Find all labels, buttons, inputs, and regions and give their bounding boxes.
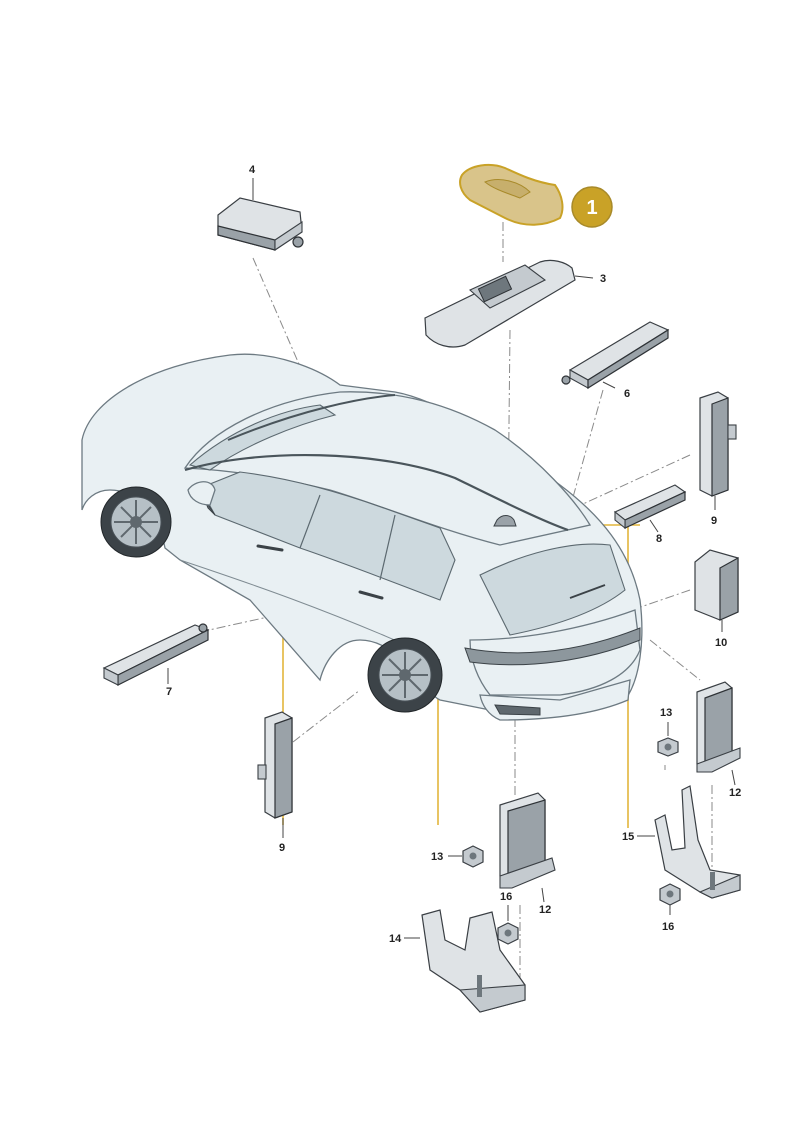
part-16-nut-center[interactable] (497, 905, 519, 945)
part-13-nut-center[interactable] (448, 845, 484, 868)
callout-12-right: 12 (729, 787, 741, 799)
part-3-antenna-base[interactable] (424, 259, 594, 348)
part-6-antenna-amplifier[interactable] (561, 321, 670, 390)
callout-12-center: 12 (539, 904, 551, 916)
callout-badge-1[interactable]: 1 (571, 186, 613, 228)
callout-3: 3 (600, 273, 606, 285)
part-10-control-module[interactable] (694, 549, 739, 632)
part-14-mounting-bracket[interactable] (404, 909, 526, 1013)
callout-6: 6 (624, 388, 630, 400)
callout-9-lower: 9 (279, 842, 285, 854)
callout-10: 10 (715, 637, 727, 649)
part-7-antenna-module[interactable] (102, 623, 210, 686)
callout-13-center: 13 (431, 851, 443, 863)
callout-7: 7 (166, 686, 172, 698)
car-illustration (81, 353, 643, 721)
part-9-module-left[interactable] (257, 711, 293, 838)
part-13-nut-right[interactable] (657, 722, 679, 757)
part-8-antenna-module[interactable] (613, 484, 687, 533)
callout-15: 15 (622, 831, 634, 843)
part-1-roof-antenna[interactable] (459, 163, 564, 226)
callout-16-right: 16 (662, 921, 674, 933)
callout-16-center: 16 (500, 891, 512, 903)
part-12-bracket-right[interactable] (696, 681, 741, 786)
callout-9-upper: 9 (711, 515, 717, 527)
part-9-module-right[interactable] (699, 391, 737, 510)
part-4-control-unit[interactable] (217, 178, 304, 252)
callout-13-right: 13 (660, 707, 672, 719)
part-16-nut-right[interactable] (659, 883, 681, 915)
part-15-mounting-bracket[interactable] (637, 785, 741, 899)
part-12-bracket-center[interactable] (499, 792, 556, 903)
callout-badge-1-label: 1 (586, 197, 597, 219)
callout-4: 4 (249, 164, 256, 176)
callout-8: 8 (656, 533, 662, 545)
callout-14: 14 (389, 933, 402, 945)
